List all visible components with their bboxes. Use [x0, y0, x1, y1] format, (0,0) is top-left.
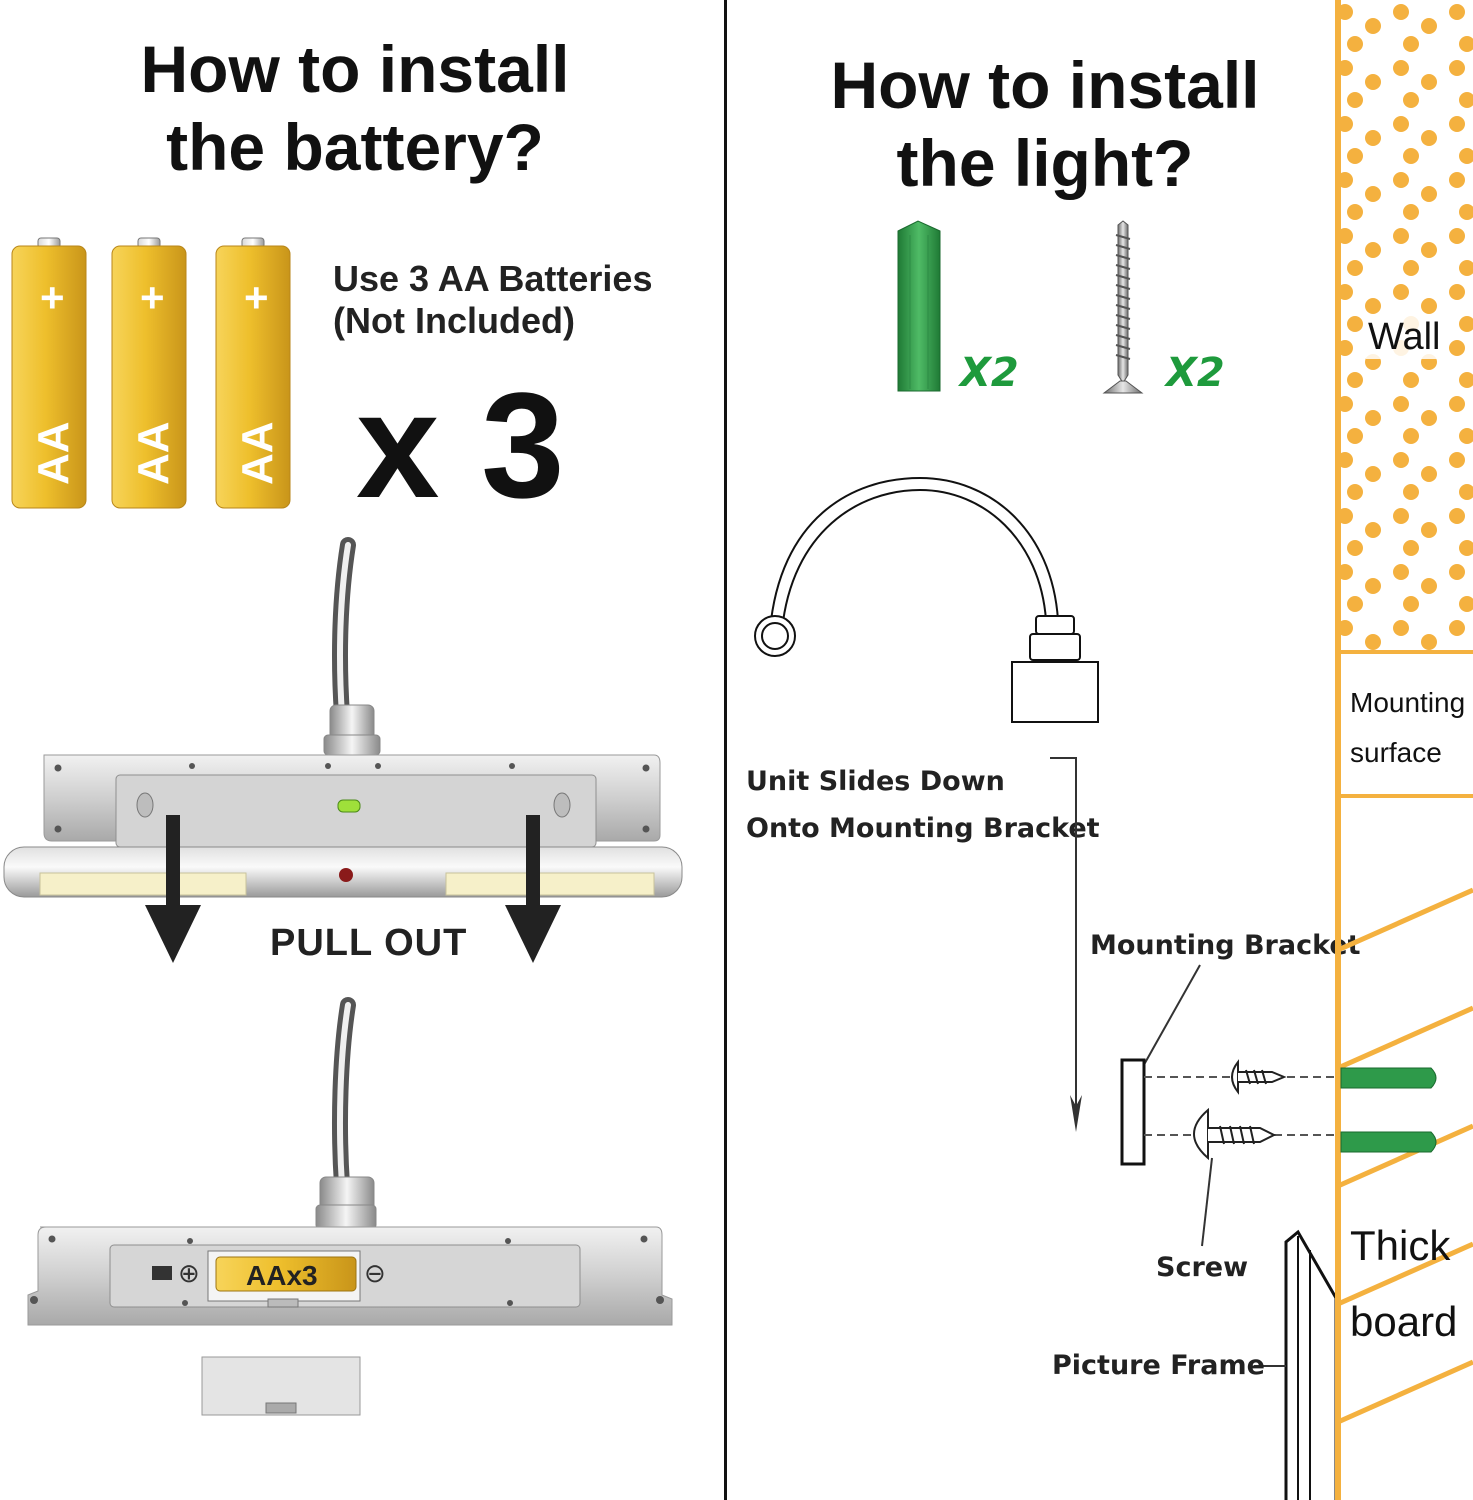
anchor-quantity: X2 — [960, 350, 1019, 396]
thick-board-line2: board — [1350, 1298, 1458, 1345]
battery-3-label: AA — [233, 421, 282, 485]
battery-install-title: How to install the battery? — [60, 30, 650, 186]
hardware-illustration — [897, 220, 1144, 394]
picture-frame-label: Picture Frame — [1052, 1350, 1265, 1381]
pull-out-label: PULL OUT — [270, 922, 468, 964]
mounting-surface-line2: surface — [1350, 737, 1442, 768]
thick-board-line1: Thick — [1350, 1222, 1451, 1269]
bracket-plate — [1120, 1058, 1146, 1166]
slide-instruction: Unit Slides Down Onto Mounting Bracket — [746, 758, 1100, 852]
mounting-surface-line1: Mounting — [1350, 687, 1466, 718]
battery-1: + AA — [11, 237, 87, 509]
battery-1-plus: + — [40, 274, 65, 321]
screw-upper — [1231, 1059, 1287, 1095]
light-unit-pull-out — [3, 537, 683, 963]
screw-label: Screw — [1156, 1252, 1249, 1283]
battery-3-plus: + — [244, 274, 269, 321]
board-hatching — [1336, 887, 1473, 1425]
battery-2: + AA — [111, 237, 187, 509]
light-title-line1: How to install — [830, 48, 1260, 122]
minus-terminal: ⊖ — [364, 1259, 386, 1289]
battery-note-line2: (Not Included) — [333, 300, 575, 341]
light-install-title: How to install the light? — [740, 46, 1350, 202]
wall-anchor-icon — [897, 220, 941, 392]
battery-3: + AA — [215, 237, 291, 509]
panel-divider — [724, 0, 727, 1500]
wall-label: Wall — [1366, 316, 1443, 359]
slide-instruction-line2: Onto Mounting Bracket — [746, 813, 1100, 844]
installed-anchor-upper — [1340, 1067, 1437, 1089]
battery-2-plus: + — [140, 274, 165, 321]
battery-1-label: AA — [29, 421, 78, 485]
thick-board-label: Thick board — [1350, 1208, 1457, 1360]
mounting-surface-label: Mounting surface — [1350, 678, 1465, 778]
slide-down-arrow — [1050, 757, 1077, 1120]
slide-instruction-line1: Unit Slides Down — [746, 766, 1005, 797]
picture-frame — [1284, 1229, 1338, 1500]
bracket-label: Mounting Bracket — [1090, 930, 1361, 961]
pull-arrow-left — [166, 815, 180, 905]
light-title-line2: the light? — [896, 126, 1194, 200]
mounting-bracket-outline — [754, 476, 1099, 723]
pull-arrow-right — [526, 815, 540, 905]
battery-note: Use 3 AA Batteries (Not Included) — [333, 258, 652, 342]
aa-batteries-illustration: + AA + AA + AA — [11, 237, 291, 509]
plus-terminal: ⊕ — [178, 1259, 200, 1289]
screw-quantity: X2 — [1166, 350, 1225, 396]
battery-quantity: x 3 — [356, 361, 565, 529]
compartment-label: AAx3 — [246, 1260, 318, 1291]
screw-lower — [1193, 1107, 1277, 1161]
screw-icon — [1102, 220, 1144, 394]
battery-compartment-illustration: ⊕ AAx3 ⊖ — [27, 997, 673, 1416]
installed-anchor-lower — [1340, 1131, 1437, 1153]
installation-diagram — [1050, 757, 1340, 1500]
battery-title-line2: the battery? — [166, 110, 544, 184]
battery-2-label: AA — [129, 421, 178, 485]
battery-note-line1: Use 3 AA Batteries — [333, 258, 653, 299]
battery-title-line1: How to install — [140, 32, 570, 106]
